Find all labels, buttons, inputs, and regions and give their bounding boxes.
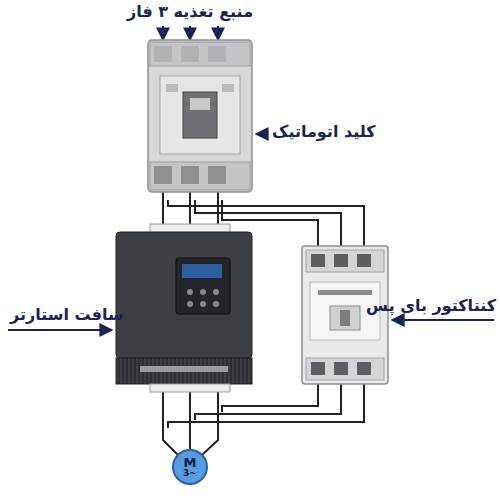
soft-starter [116, 224, 252, 392]
soft-starter-label: سافت استارتر [10, 305, 124, 324]
supply-label: منبع تغذیه ۳ فاز [127, 2, 253, 21]
contactor-label: کنتاکتور بای پس [366, 296, 496, 315]
motor-circle: M3~ [172, 449, 208, 485]
supply-arrows [163, 26, 218, 40]
breaker-label: کلید اتوماتیک [272, 122, 376, 141]
circuit-breaker [148, 40, 252, 192]
motor-symbol: M [184, 456, 197, 469]
motor-phase: 3~ [183, 469, 197, 478]
